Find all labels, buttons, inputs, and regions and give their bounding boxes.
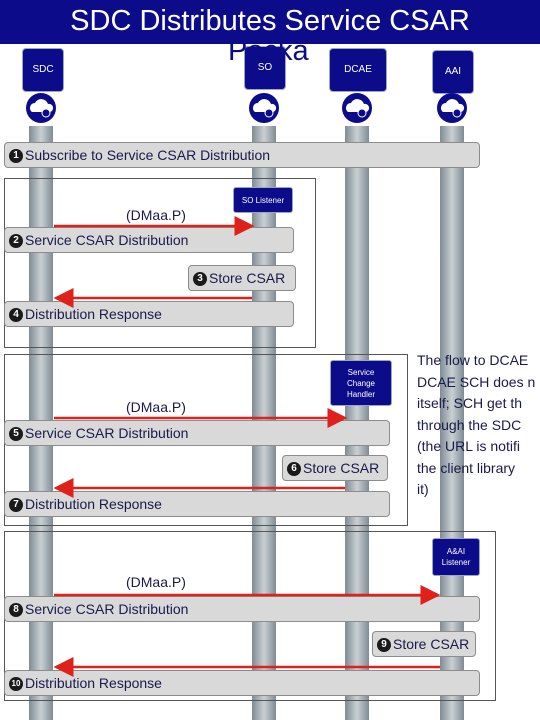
service-change-handler: Service Change Handler bbox=[330, 360, 392, 406]
step-number-badge: 1 bbox=[9, 149, 23, 164]
dmaap-label: (DMaa.P) bbox=[126, 574, 186, 590]
step-label: Subscribe to Service CSAR Distribution bbox=[25, 147, 271, 163]
note-line: itself; SCH get th bbox=[417, 395, 523, 411]
note-line: it) bbox=[417, 481, 429, 497]
so-interaction-frame bbox=[4, 178, 316, 348]
step-label: Service CSAR Distribution bbox=[25, 232, 189, 248]
step-number-badge: 6 bbox=[287, 462, 301, 477]
step-label: Distribution Response bbox=[25, 675, 162, 691]
step-label: Distribution Response bbox=[25, 496, 162, 512]
dmaap-label: (DMaa.P) bbox=[126, 399, 186, 415]
cloud-server-icon bbox=[26, 93, 56, 123]
step-label: Store CSAR bbox=[303, 460, 380, 476]
lane-so: SO bbox=[244, 46, 286, 90]
cloud-server-icon bbox=[249, 93, 279, 123]
lane-sdc: SDC bbox=[22, 48, 64, 92]
diagram-title: SDC Distributes Service CSAR bbox=[70, 5, 470, 37]
note-line: DCAE SCH does n bbox=[417, 373, 536, 390]
step-number-badge: 7 bbox=[9, 498, 23, 513]
diagram-title-line2: Packa bbox=[228, 35, 309, 67]
lane-aai: AAI bbox=[432, 50, 474, 94]
step-label: Service CSAR Distribution bbox=[25, 425, 189, 441]
note-line: the client library bbox=[417, 459, 516, 476]
step-number-badge: 4 bbox=[9, 308, 23, 323]
note-line: through the SDC bbox=[417, 416, 522, 433]
aai-listener: A&AI Listener bbox=[432, 538, 480, 576]
step-number-badge: 2 bbox=[9, 234, 23, 249]
step-number-badge: 8 bbox=[9, 603, 23, 618]
note-line: The flow to DCAE bbox=[417, 352, 529, 368]
step-number-badge: 3 bbox=[193, 272, 207, 287]
step-label: Store CSAR bbox=[209, 270, 286, 286]
dmaap-label: (DMaa.P) bbox=[126, 207, 186, 223]
step-label: Distribution Response bbox=[25, 306, 162, 322]
step-label: Service CSAR Distribution bbox=[25, 601, 189, 617]
step-number-badge: 10 bbox=[9, 677, 23, 692]
step-number-badge: 9 bbox=[377, 638, 391, 653]
cloud-server-icon bbox=[437, 93, 467, 123]
lane-dcae: DCAE bbox=[329, 48, 387, 92]
step-label: Store CSAR bbox=[393, 636, 470, 652]
step-number-badge: 5 bbox=[9, 427, 23, 442]
flow-note: The flow to DCAE DCAE SCH does n itself;… bbox=[417, 350, 540, 501]
so-listener: SO Listener bbox=[233, 187, 293, 213]
title-bar: SDC Distributes Service CSAR bbox=[0, 0, 540, 44]
note-line: (the URL is notifi bbox=[417, 438, 520, 454]
cloud-server-icon bbox=[342, 93, 372, 123]
